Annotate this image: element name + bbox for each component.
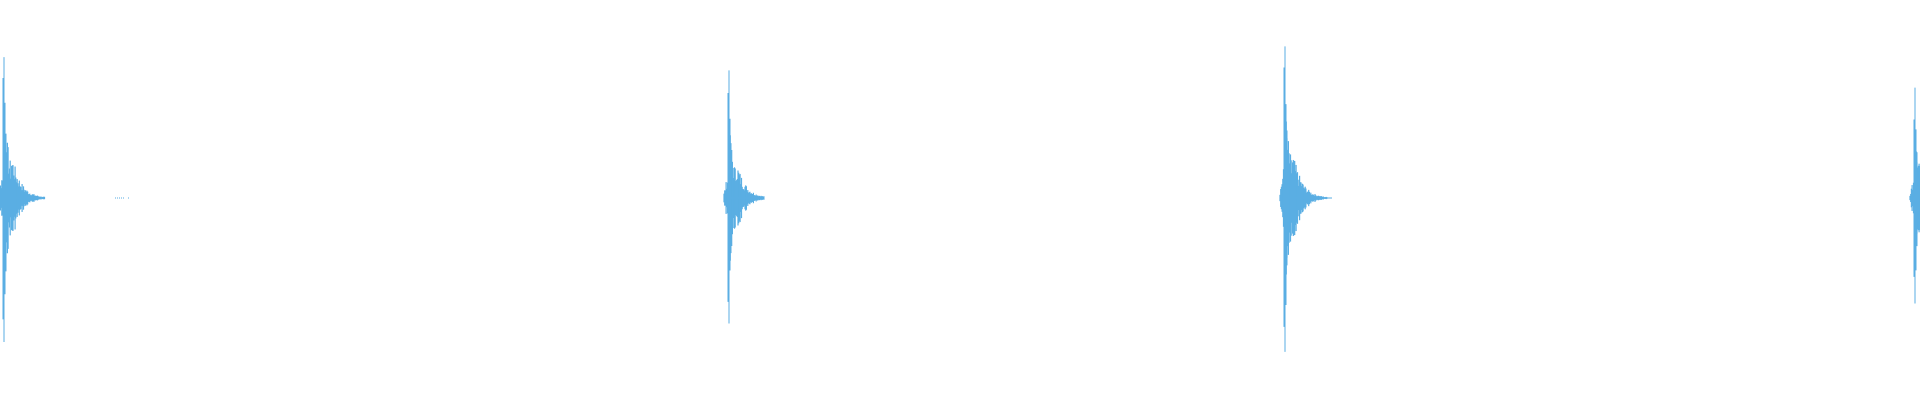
- waveform-transient: [723, 70, 765, 324]
- waveform-transient: [1909, 87, 1920, 304]
- waveform-transient: [0, 57, 46, 342]
- waveform-transient: [1279, 46, 1332, 352]
